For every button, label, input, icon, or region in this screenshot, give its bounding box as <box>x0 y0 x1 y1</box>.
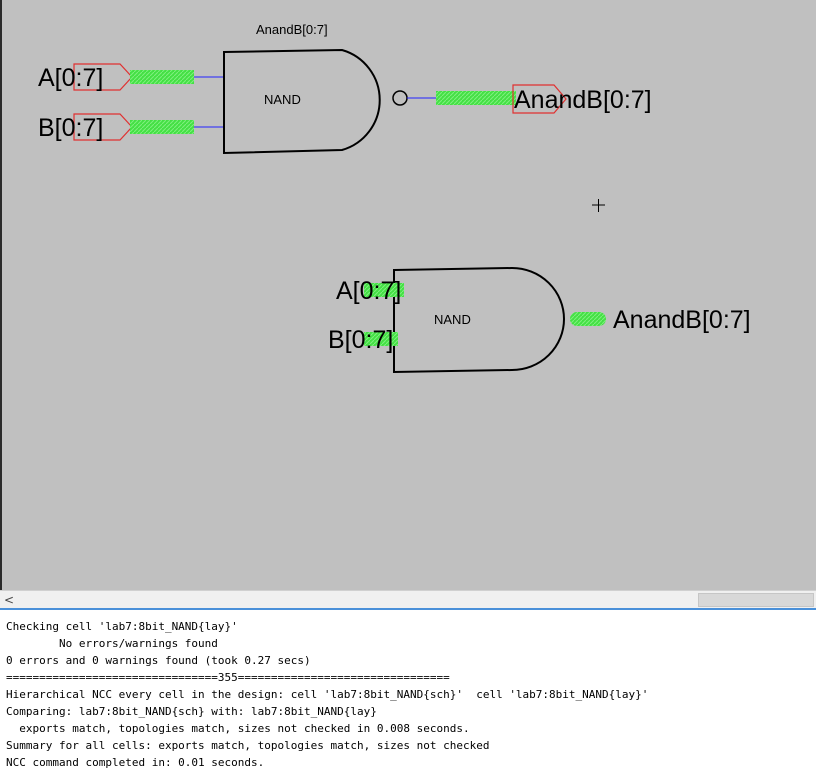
icon-bus-b[interactable] <box>364 332 398 346</box>
schematic-drawing[interactable]: AnandB[0:7] A[0:7] B[0:7] NAND AnandB[0:… <box>2 0 816 590</box>
icon-bus-out[interactable] <box>570 312 606 326</box>
icon-bus-a[interactable] <box>364 283 404 297</box>
console-line: Hierarchical NCC every cell in the desig… <box>6 688 649 701</box>
output-label: AnandB[0:7] <box>514 86 652 114</box>
top-gate-title: AnandB[0:7] <box>256 22 328 37</box>
top-gate-label: NAND <box>264 92 301 107</box>
export-pin-out[interactable] <box>512 84 567 114</box>
horizontal-scrollbar[interactable]: < <box>0 590 816 608</box>
export-pin-b[interactable] <box>73 113 133 141</box>
console-line: ================================355=====… <box>6 671 450 684</box>
export-pin-a[interactable] <box>73 63 133 91</box>
messages-console[interactable]: Checking cell 'lab7:8bit_NAND{lay}' No e… <box>0 608 816 777</box>
console-line: exports match, topologies match, sizes n… <box>6 722 470 735</box>
console-line: NCC command completed in: 0.01 seconds. <box>6 756 265 769</box>
console-line: Summary for all cells: exports match, to… <box>6 739 490 752</box>
input-label-b: B[0:7] <box>38 114 103 142</box>
bus-a[interactable] <box>130 70 194 84</box>
icon-output-label: AnandB[0:7] <box>613 306 751 334</box>
input-label-a: A[0:7] <box>38 64 103 92</box>
schematic-canvas[interactable]: AnandB[0:7] A[0:7] B[0:7] NAND AnandB[0:… <box>0 0 816 590</box>
bus-out[interactable] <box>436 91 516 105</box>
crosshair-icon <box>592 199 605 212</box>
console-line: Checking cell 'lab7:8bit_NAND{lay}' <box>6 620 238 633</box>
bus-b[interactable] <box>130 120 194 134</box>
scrollbar-thumb[interactable] <box>698 593 814 607</box>
console-line: No errors/warnings found <box>6 637 218 650</box>
icon-input-label-a: A[0:7] <box>336 277 401 305</box>
console-line: Comparing: lab7:8bit_NAND{sch} with: lab… <box>6 705 377 718</box>
icon-input-label-b: B[0:7] <box>328 326 393 354</box>
console-line: 0 errors and 0 warnings found (took 0.27… <box>6 654 311 667</box>
inversion-bubble <box>392 90 408 106</box>
scroll-left-arrow-icon[interactable]: < <box>4 593 15 607</box>
nand-gate-icon[interactable] <box>393 266 565 374</box>
nand-gate-top[interactable] <box>223 48 381 155</box>
icon-gate-label: NAND <box>434 312 471 327</box>
